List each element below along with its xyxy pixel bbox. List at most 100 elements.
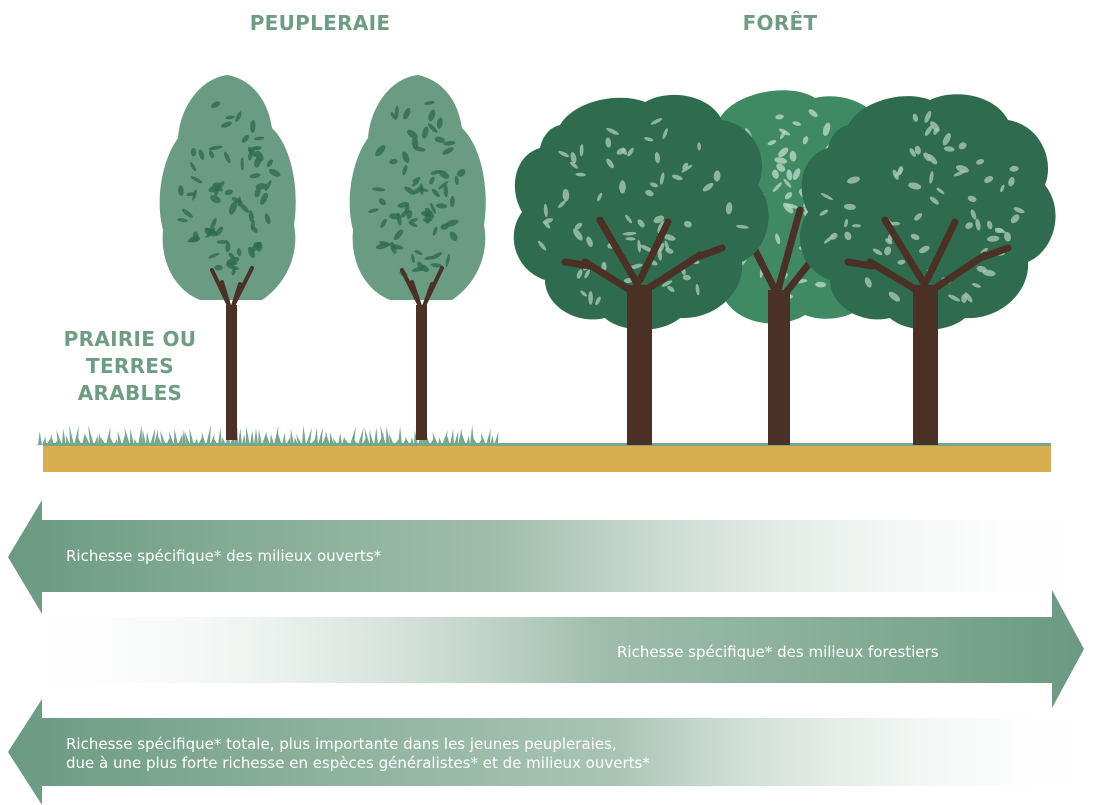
- leaf-speck: [241, 134, 250, 143]
- grass-blade: [480, 432, 486, 445]
- leaf-speck: [661, 280, 673, 287]
- leaf-speck: [644, 137, 654, 142]
- leaf-speck: [767, 139, 777, 146]
- leaf-speck: [429, 176, 435, 185]
- leaf-speck: [394, 105, 399, 119]
- leaf-speck: [216, 239, 229, 245]
- grass-blade: [454, 431, 459, 445]
- leaf-speck: [897, 259, 906, 265]
- leaf-speck: [847, 176, 860, 184]
- leaf-speck: [238, 202, 249, 213]
- soil-strip: [43, 446, 1051, 472]
- leaf-speck: [250, 219, 255, 231]
- leaf-speck: [402, 151, 410, 163]
- leaf-speck: [574, 222, 583, 230]
- leaf-speck: [178, 185, 184, 196]
- leaf-speck: [181, 208, 193, 218]
- leaf-speck: [449, 231, 458, 242]
- leaf-speck: [225, 115, 235, 120]
- grass-blade: [106, 426, 111, 445]
- leaf-speck: [943, 146, 955, 152]
- leaf-speck: [662, 128, 668, 140]
- forest-tree-right: [799, 94, 1056, 445]
- grass-blade: [402, 438, 407, 445]
- leaf-speck: [919, 245, 930, 254]
- grass-blade: [42, 436, 46, 445]
- leaf-speck: [665, 247, 674, 254]
- grass-blade: [146, 431, 150, 445]
- leaf-speck: [774, 157, 788, 164]
- grass-blade: [100, 436, 106, 445]
- grass-blade: [344, 438, 350, 445]
- leaf-speck: [649, 182, 659, 188]
- grass-blade: [206, 425, 211, 445]
- grass-blade: [142, 429, 146, 445]
- leaf-speck: [775, 233, 781, 245]
- grass-blade: [450, 429, 454, 445]
- grass-blade: [77, 437, 82, 445]
- leaf-speck: [783, 178, 792, 188]
- leaf-speck: [987, 235, 1000, 242]
- arrow-open-habitats: [8, 500, 1112, 614]
- grass-blade: [494, 431, 499, 445]
- label-foret: FORÊT: [742, 11, 818, 35]
- leaf-speck: [268, 169, 281, 177]
- grass-blade: [306, 427, 312, 445]
- grass-blade: [294, 437, 298, 445]
- leaf-speck: [948, 294, 961, 302]
- leaf-speck: [967, 195, 977, 202]
- leaf-speck: [621, 147, 628, 156]
- leaf-speck: [414, 250, 423, 255]
- leaf-speck: [789, 150, 797, 162]
- grass-blade: [296, 434, 302, 445]
- leaf-speck: [390, 112, 397, 120]
- grass-blade: [290, 429, 294, 445]
- grass-blade: [88, 425, 94, 445]
- leaf-speck: [984, 175, 994, 184]
- leaf-speck: [681, 164, 693, 173]
- leaf-speck: [192, 189, 197, 201]
- leaf-speck: [248, 210, 254, 223]
- grass-blade: [50, 434, 54, 445]
- leaf-speck: [445, 219, 459, 227]
- grass-blade: [446, 434, 450, 445]
- leaf-speck: [1013, 207, 1025, 214]
- leaf-speck: [663, 234, 676, 241]
- leaf-speck: [406, 210, 413, 220]
- leaf-speck: [397, 202, 410, 208]
- leaf-speck: [248, 151, 253, 161]
- leaf-speck: [895, 167, 904, 178]
- leaf-speck: [434, 136, 446, 143]
- leaf-speck: [390, 244, 404, 250]
- leaf-speck: [210, 218, 217, 230]
- leaf-speck: [964, 292, 973, 303]
- leaf-speck: [204, 228, 217, 237]
- leaf-speck: [432, 226, 438, 236]
- leaf-speck: [924, 125, 933, 136]
- leaf-speck: [211, 101, 221, 109]
- leaf-speck: [640, 244, 653, 253]
- leaf-speck: [786, 169, 793, 181]
- leaf-speck: [659, 172, 665, 185]
- leaf-speck: [588, 291, 593, 305]
- leaf-speck: [208, 145, 223, 151]
- leaf-speck: [864, 277, 872, 288]
- leaf-speck: [776, 163, 786, 172]
- grass-blade: [266, 433, 270, 445]
- grass-blade: [286, 437, 290, 445]
- leaf-speck: [407, 129, 418, 139]
- leaf-speck: [443, 140, 456, 146]
- leaf-speck: [445, 254, 450, 267]
- leaf-speck: [622, 231, 637, 236]
- leaf-speck: [1004, 231, 1011, 242]
- grass-blade: [374, 427, 378, 445]
- leaf-speck: [702, 182, 714, 192]
- grass-blade: [69, 425, 74, 445]
- grass-blade: [169, 431, 174, 445]
- leaf-speck: [264, 180, 272, 191]
- leaf-speck: [654, 152, 660, 164]
- leaf-speck: [214, 264, 223, 271]
- leaf-speck: [411, 180, 420, 187]
- leaf-speck: [637, 239, 641, 253]
